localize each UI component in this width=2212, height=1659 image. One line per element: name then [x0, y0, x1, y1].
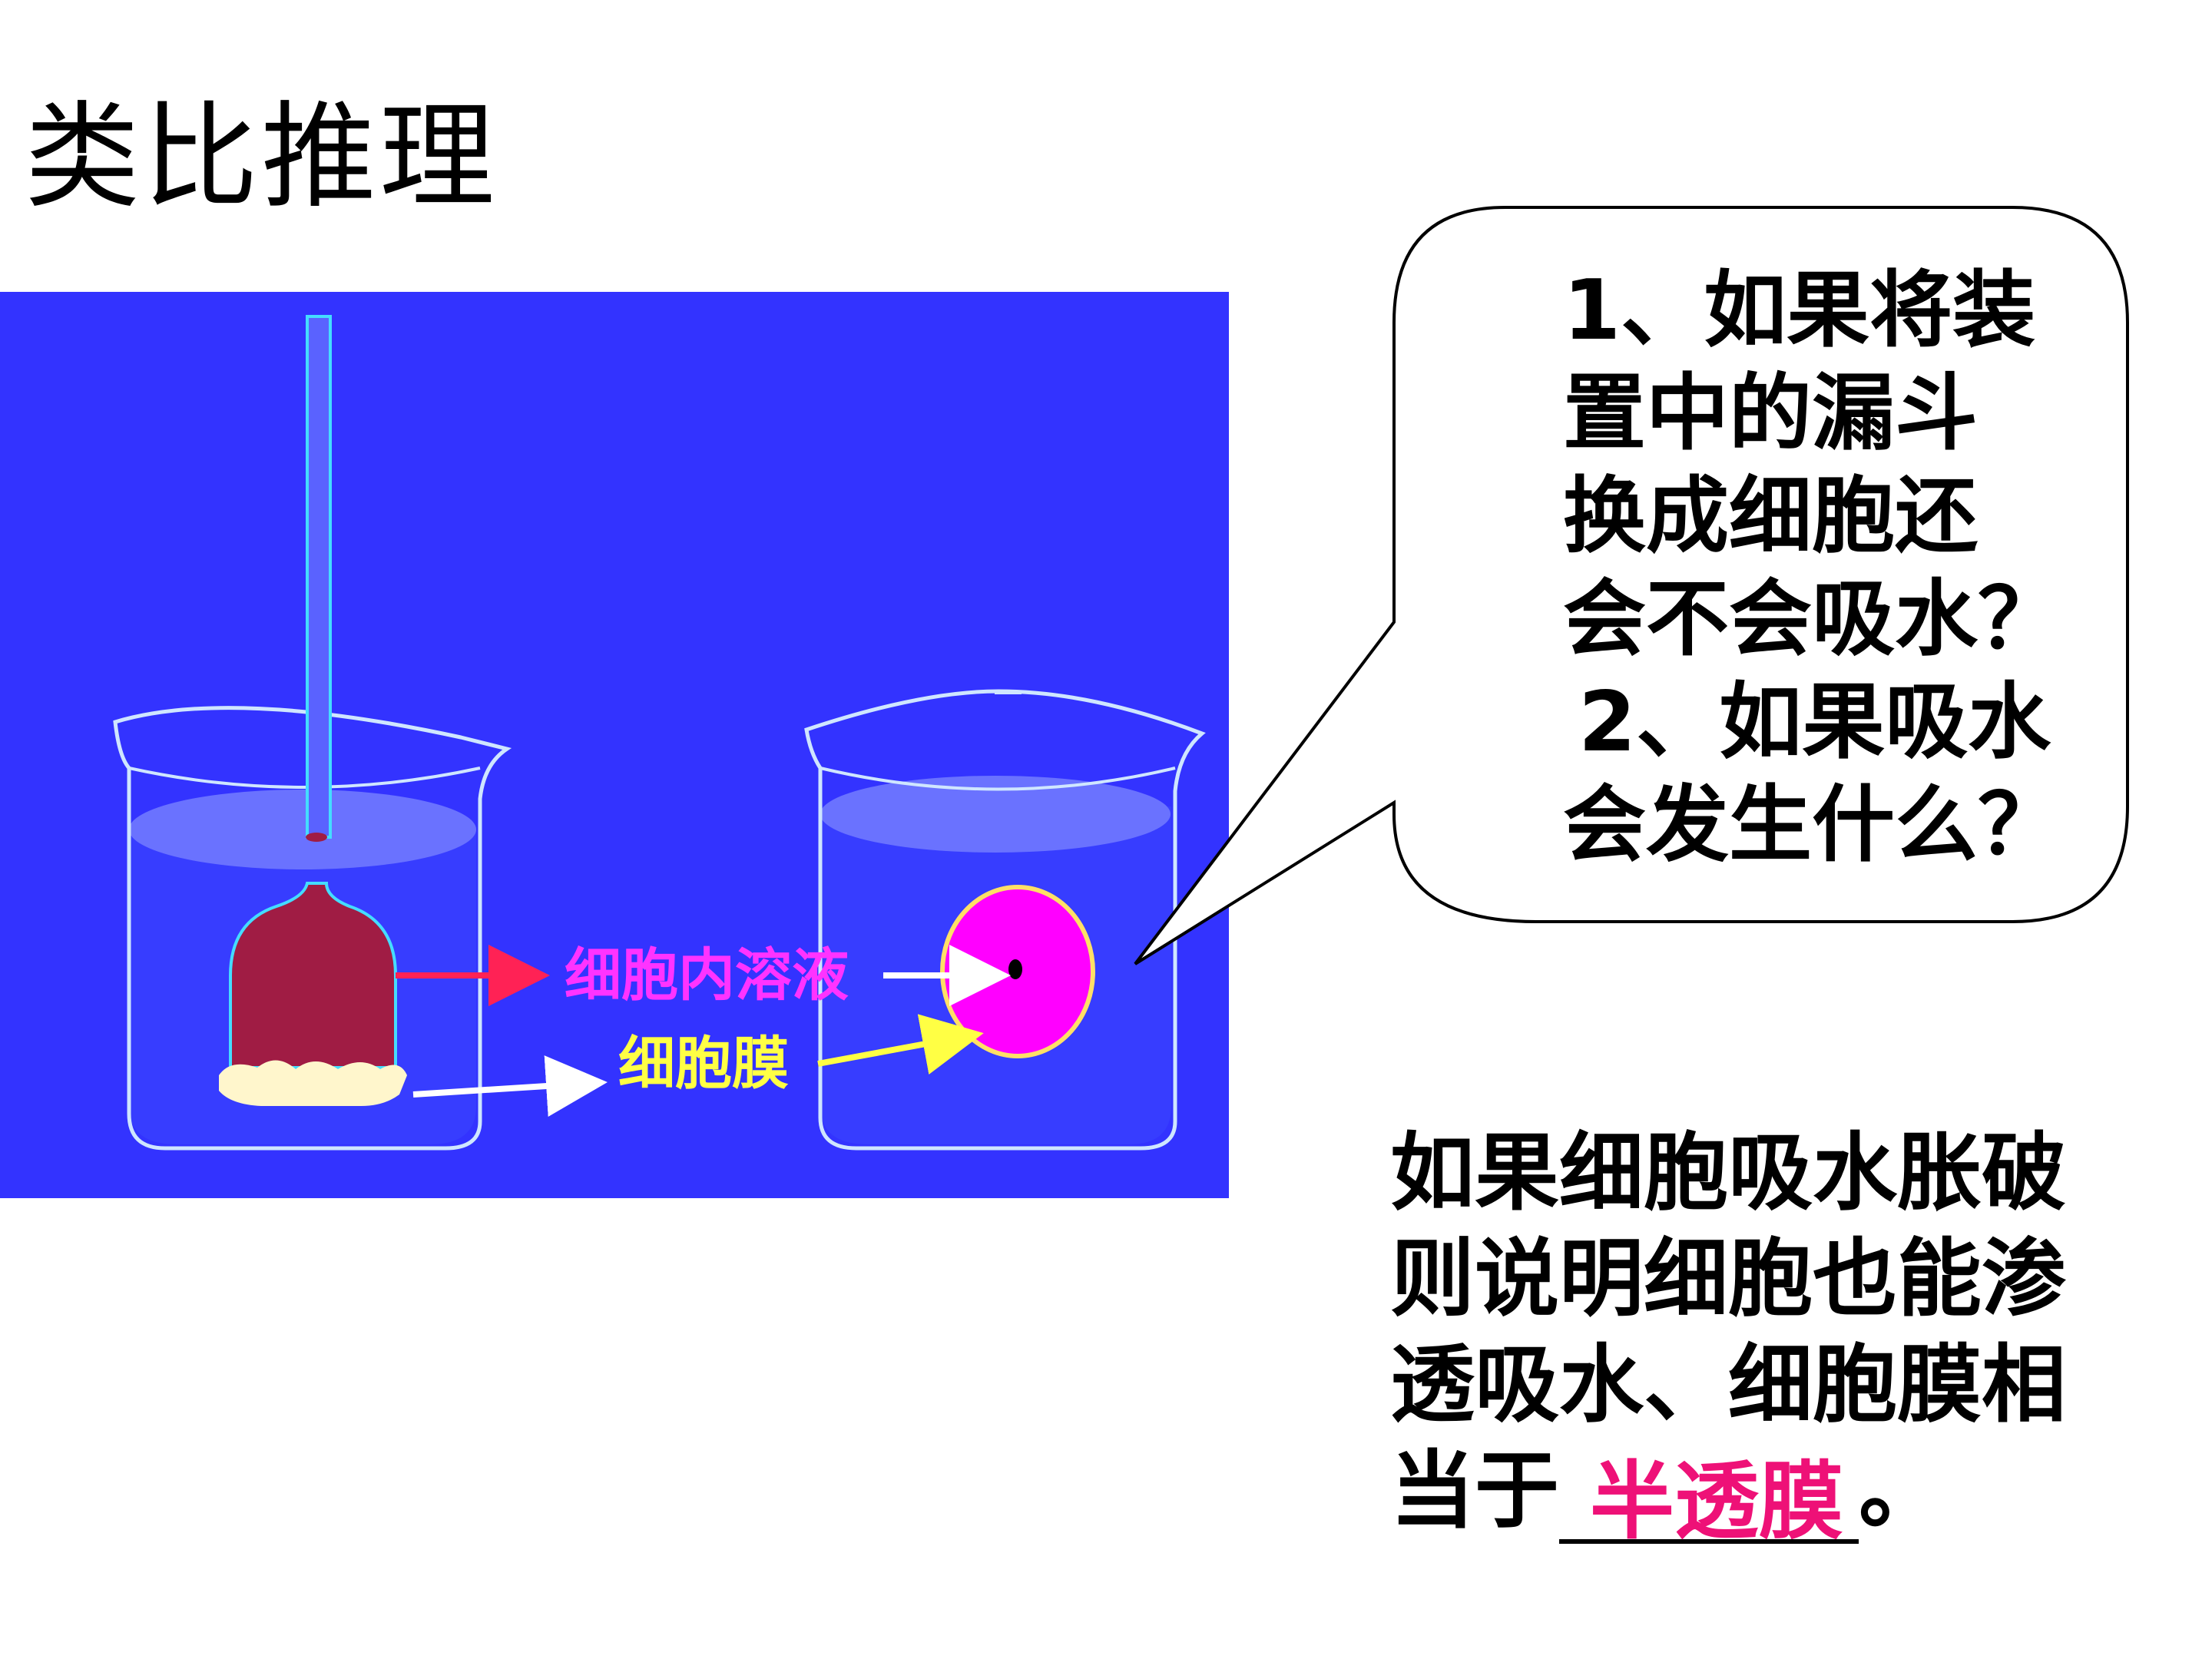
funnel-bulb	[219, 882, 407, 1106]
slide-title: 类比推理	[25, 91, 498, 224]
answer-blank: 半透膜	[1559, 1449, 1859, 1551]
speech-bubble	[1134, 206, 2129, 965]
conclusion-line: 如果细胞吸水胀破	[1390, 1124, 2066, 1222]
conclusion-line-last: 当于半透膜。	[1390, 1438, 2158, 1551]
label-cell-membrane: 细胞膜	[618, 1031, 789, 1097]
bubble-line: 换成细胞还	[1563, 469, 1979, 565]
bubble-line: 2、如果吸水	[1578, 674, 2051, 770]
bubble-line: 1、如果将装	[1563, 263, 2036, 359]
conclusion-suffix: 。	[1859, 1442, 1943, 1540]
cell-nucleus	[1008, 959, 1022, 979]
funnel-tube	[306, 315, 332, 842]
cell	[940, 885, 1095, 1058]
arrow-label-to-cell-membrane	[817, 1014, 984, 1075]
conclusion-prefix: 当于	[1390, 1442, 1559, 1540]
conclusion-line: 则说明细胞也能渗	[1390, 1230, 2066, 1328]
bubble-line: 会发生什么？	[1563, 777, 2061, 873]
bubble-line: 会不会吸水？	[1563, 571, 2061, 667]
answer-text: 半透膜	[1590, 1452, 1843, 1551]
bubble-question-text: 1、如果将装 置中的漏斗 换成细胞还 会不会吸水？ 2、如果吸水 会发生什么？	[1563, 260, 2085, 877]
conclusion-line: 透吸水、细胞膜相	[1390, 1336, 2066, 1434]
arrow-membrane-to-label	[412, 1055, 608, 1117]
conclusion-text: 如果细胞吸水胀破 则说明细胞也能渗 透吸水、细胞膜相 当于半透膜。	[1390, 1120, 2158, 1551]
bubble-line: 置中的漏斗	[1563, 366, 1979, 462]
label-cell-solution: 细胞内溶液	[565, 942, 849, 1008]
